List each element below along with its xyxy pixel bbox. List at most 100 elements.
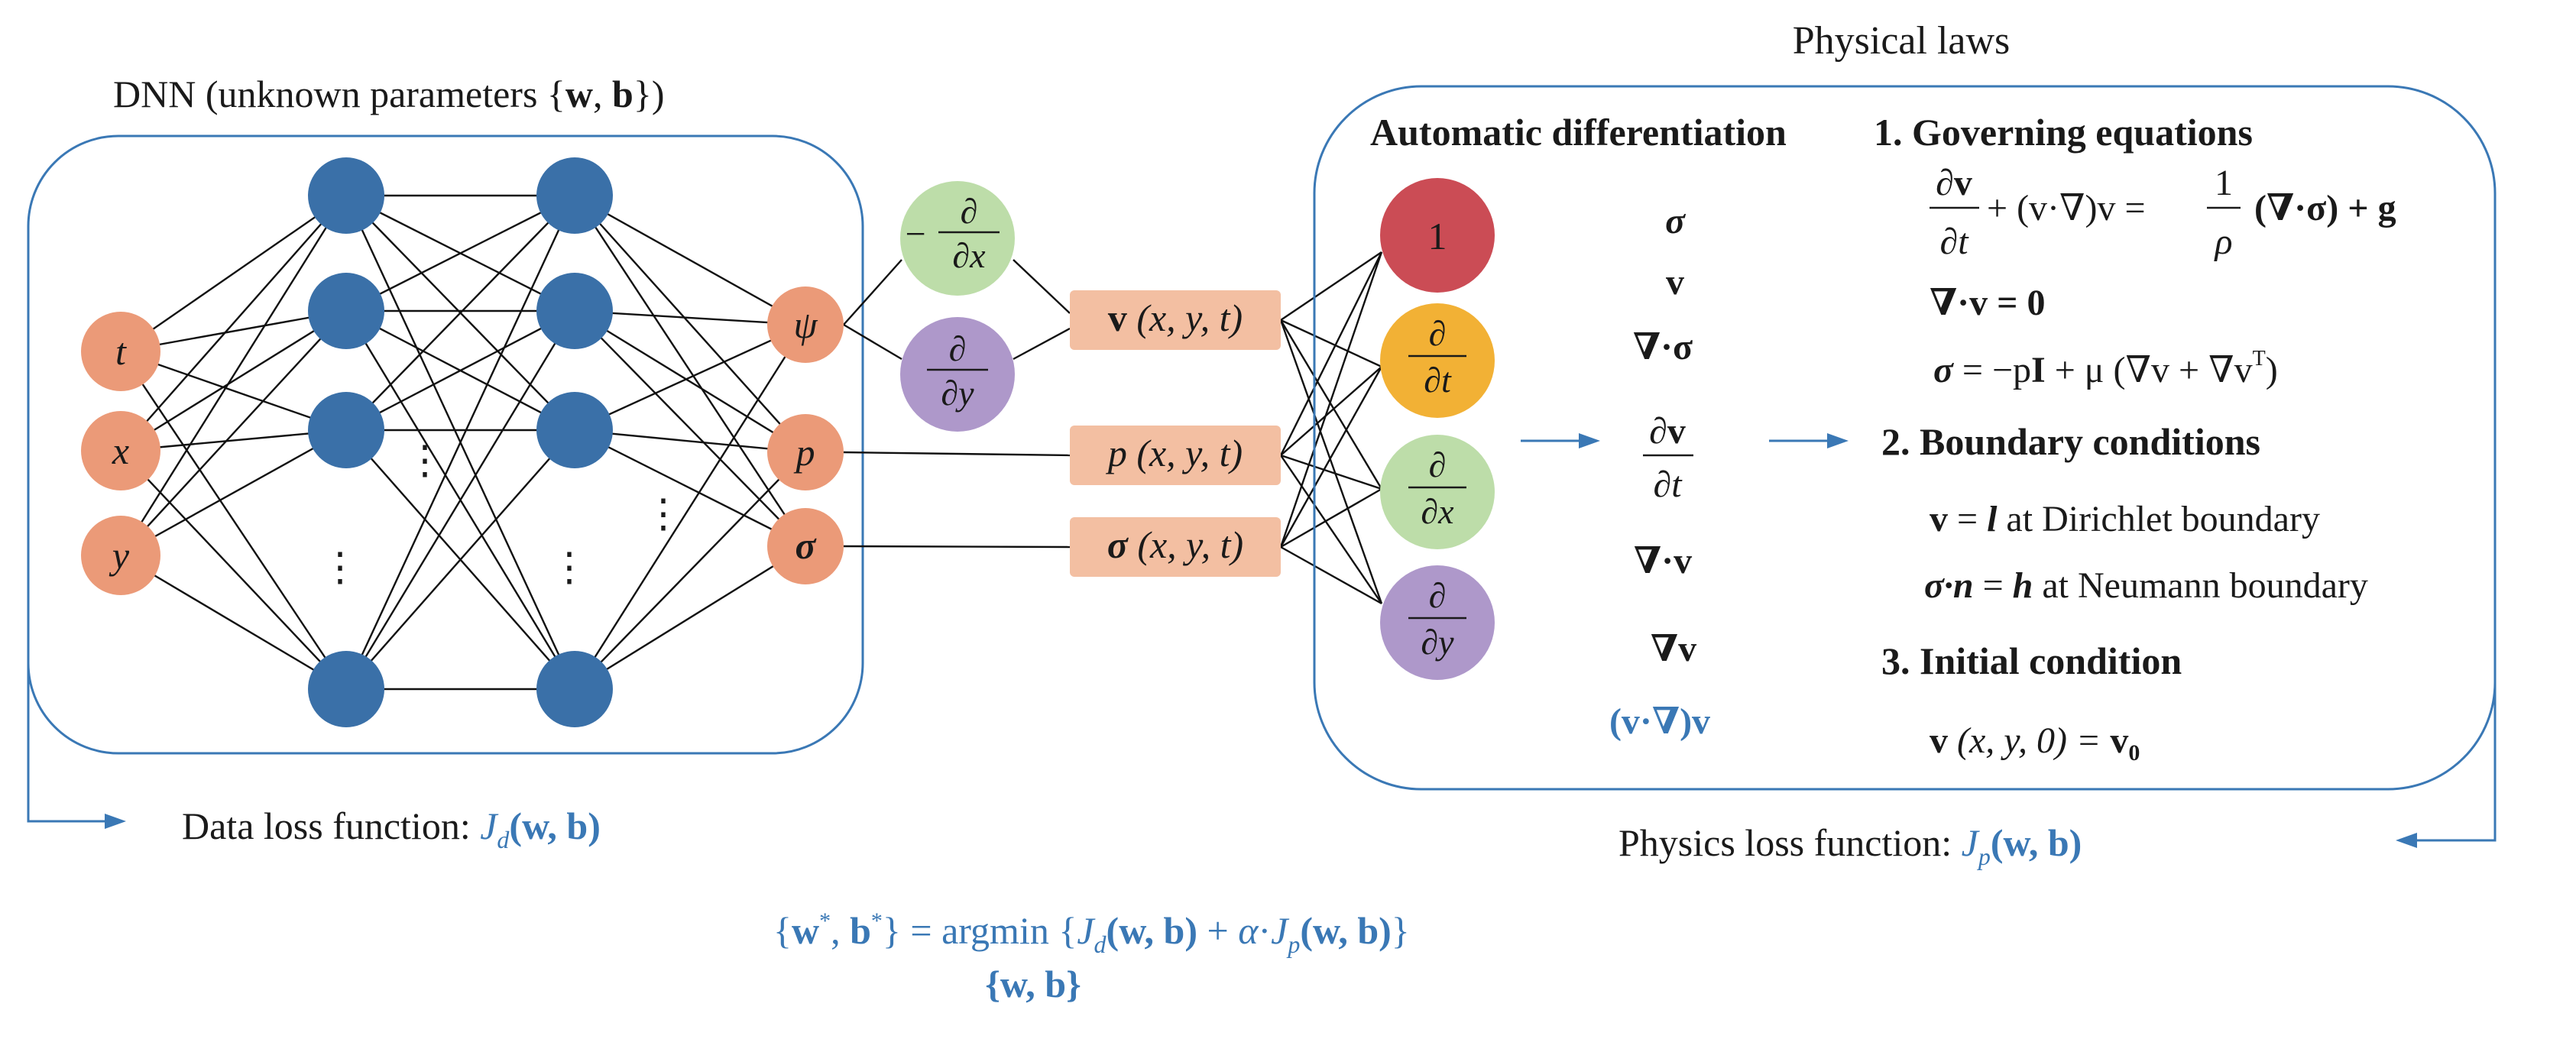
hidden-node [308, 157, 384, 234]
derived-terms: σ v ∇·σ ∂v ∂t ∇·v ∇v (v·∇)v [1609, 201, 1710, 742]
network-edge [574, 194, 806, 326]
partial-denominator-x: ∂x [952, 236, 986, 275]
connector [1279, 366, 1383, 548]
network-edge [574, 309, 806, 454]
eq2: ∇·v = 0 [1930, 283, 2046, 323]
hidden-node [536, 157, 613, 234]
connector [1279, 319, 1383, 604]
output-node-p [767, 414, 844, 490]
ellipsis: ⋮ [405, 439, 445, 483]
inner-arrows [1521, 433, 1849, 448]
auto-diff-label: Automatic differentiation [1370, 111, 1787, 154]
governing-equations: ∂v ∂t + (v·∇)v = 1 ρ (∇·σ) + g ∇·v = 0 σ… [1930, 163, 2396, 390]
hidden-node [536, 392, 613, 468]
eq3: σ = −pI + μ (∇v + ∇vT) [1933, 347, 2278, 390]
eq1-rho-num: 1 [2215, 163, 2233, 203]
input-node-t [81, 312, 160, 391]
partial-denominator-x: ∂x [1421, 492, 1454, 531]
output-node-sigma [767, 508, 844, 584]
input-layer: t x y [81, 312, 160, 595]
dirichlet-condition: v = l at Dirichlet boundary [1930, 499, 2320, 539]
term-dv-numerator: ∂v [1649, 411, 1686, 452]
identity-label: 1 [1428, 215, 1447, 257]
velocity-field-label: v (x, y, t) [1108, 296, 1243, 339]
input-node-y [81, 516, 160, 595]
term-div-v: ∇·v [1634, 541, 1692, 581]
ellipsis: ⋮ [643, 493, 683, 536]
d-dy-node [1380, 565, 1495, 680]
arrowhead [1579, 433, 1600, 448]
neumann-condition: σ·n = h at Neumann boundary [1924, 565, 2368, 606]
input-node-x [81, 411, 160, 490]
partial-numerator: ∂ [1429, 445, 1447, 484]
term-div-sigma: ∇·σ [1633, 327, 1693, 367]
connector [1280, 545, 1382, 605]
network-edge [120, 195, 347, 352]
eq1-tail: (∇·σ) + g [2254, 188, 2396, 228]
stress-field-box [1070, 517, 1281, 577]
d-dt-node [1380, 303, 1495, 418]
network-edge [574, 452, 806, 690]
network-edge [574, 195, 806, 453]
connector [1280, 487, 1382, 549]
boundary-title: 2. Boundary conditions [1881, 420, 2260, 463]
network-edge [574, 309, 806, 326]
output-layer: ψ p σ [767, 286, 844, 584]
eq1-middle: + (v·∇)v = [1987, 188, 2146, 228]
connector [1013, 327, 1071, 361]
connector [1280, 366, 1382, 456]
partial-denominator-y: ∂y [1421, 623, 1454, 662]
connector [843, 451, 1071, 457]
velocity-field-box [1070, 290, 1281, 350]
physics-title: Physical laws [1793, 19, 2011, 63]
physics-loss-arrow [2396, 657, 2497, 848]
network-edge [573, 195, 807, 547]
output-node-psi [767, 286, 844, 363]
hidden-layer-1: ⋮ ⋮ [308, 157, 445, 727]
neg-d-dx-node [900, 181, 1015, 296]
hidden-node [308, 273, 384, 349]
ellipsis: ⋮ [320, 546, 360, 590]
psi-derivatives: − ∂ ∂x ∂ ∂y [900, 181, 1015, 432]
network-edge [120, 554, 347, 691]
connector [1013, 259, 1071, 314]
data-loss-label: Data loss function: Jd(w, b) [182, 804, 601, 853]
network-edge [345, 195, 575, 431]
stress-field-label: σ (x, y, t) [1107, 523, 1243, 566]
network-edges [119, 194, 1383, 691]
partial-denominator-t: ∂t [1424, 361, 1452, 400]
network-edge [345, 195, 576, 690]
dnn-title: DNN (unknown parameters {w, b}) [113, 73, 664, 115]
term-dv-denominator: ∂t [1653, 464, 1683, 505]
network-edge [119, 195, 348, 556]
partial-numerator: ∂ [961, 192, 978, 231]
d-dy-node [900, 317, 1015, 432]
term-v: v [1666, 262, 1684, 303]
connector [1280, 454, 1382, 490]
partial-denominator-y: ∂y [941, 374, 974, 413]
connector [1279, 251, 1383, 548]
network-edge [574, 545, 806, 691]
term-grad-v: ∇v [1651, 629, 1696, 669]
network-edge [120, 429, 347, 557]
eq1-frac-den: ∂t [1939, 222, 1969, 262]
network-edge [120, 309, 347, 452]
initial-condition: v (x, y, 0) = v0 [1930, 720, 2140, 765]
output-label-sigma: σ [795, 524, 818, 567]
network-edge [574, 310, 806, 547]
input-label-t: t [115, 330, 127, 373]
network-edge [120, 351, 347, 690]
network-edge [120, 350, 347, 432]
connector [843, 259, 902, 325]
hidden-node [308, 651, 384, 727]
hidden-node [536, 651, 613, 727]
identity-node [1380, 178, 1495, 293]
field-boxes: v (x, y, t) p (x, y, t) σ (x, y, t) [1070, 290, 1281, 577]
network-edge [120, 310, 347, 556]
partial-numerator: ∂ [1429, 576, 1447, 615]
network-edge [345, 194, 575, 312]
network-edge [120, 195, 347, 452]
eq1-frac-num: ∂v [1936, 163, 1972, 203]
term-sigma: σ [1665, 201, 1686, 241]
